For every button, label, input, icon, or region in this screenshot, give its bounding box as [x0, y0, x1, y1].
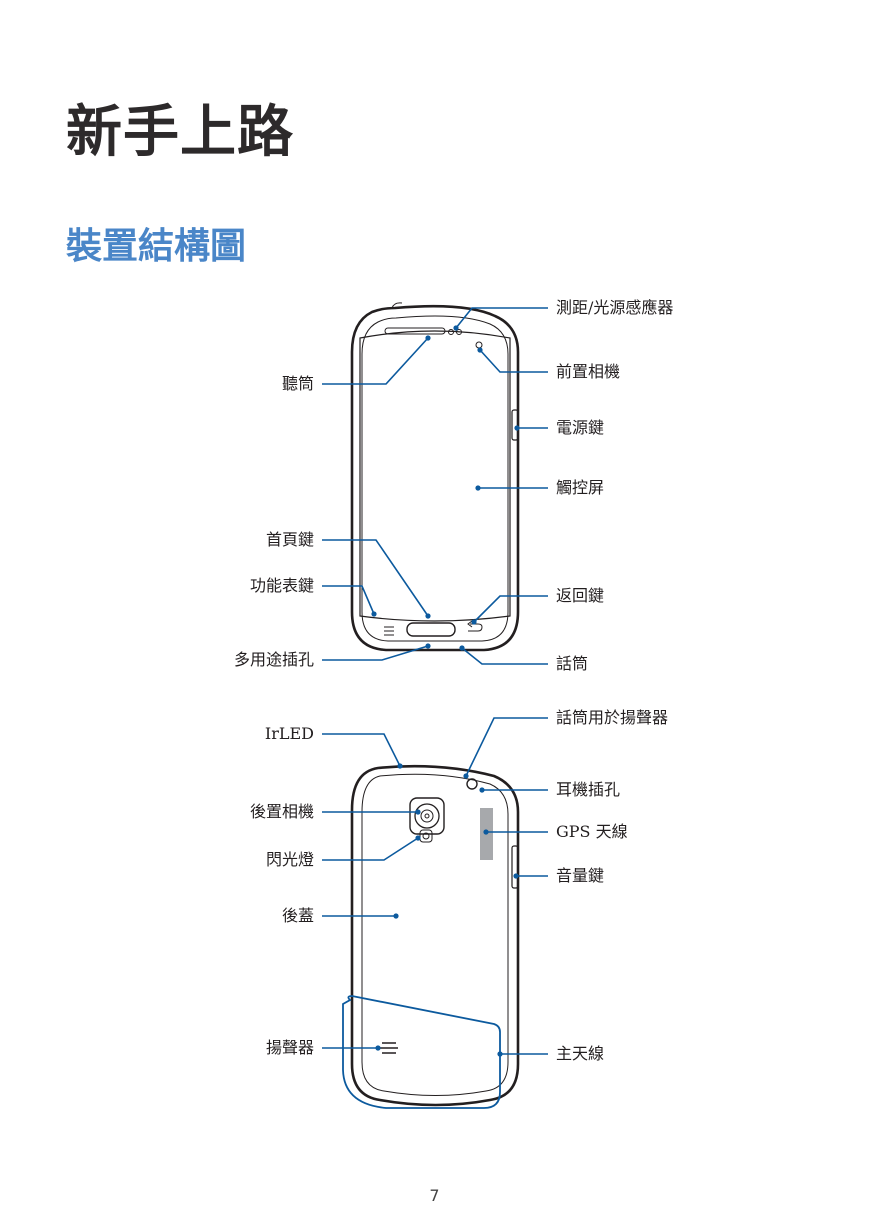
- label-front-camera: 前置相機: [556, 362, 621, 381]
- label-irled: IrLED: [264, 724, 314, 743]
- label-flash: 閃光燈: [265, 850, 314, 869]
- label-touch-screen: 觸控屏: [556, 478, 605, 497]
- label-multipurpose-jack: 多用途插孔: [233, 650, 314, 669]
- front-callout-dots: [371, 325, 520, 651]
- label-proximity-light-sensor: 測距/光源感應器: [556, 298, 674, 317]
- label-gps-antenna: GPS 天線: [556, 822, 628, 841]
- label-main-antenna: 主天線: [556, 1044, 605, 1063]
- chapter-title: 新手上路: [66, 100, 294, 165]
- label-back-cover: 後蓋: [281, 906, 314, 925]
- label-speakerphone-mic: 話筒用於揚聲器: [556, 708, 669, 727]
- back-callout-dots: [375, 763, 519, 1057]
- main-antenna-outline: [342, 995, 501, 1109]
- back-phone-illustration: [350, 764, 520, 1107]
- label-earpiece: 聽筒: [281, 374, 314, 393]
- back-callout-lines: [322, 717, 548, 1055]
- label-microphone: 話筒: [556, 654, 589, 673]
- section-title: 裝置結構圖: [66, 226, 247, 267]
- label-headset-jack: 耳機插孔: [556, 780, 621, 799]
- front-phone-illustration: [350, 302, 520, 652]
- label-home-key: 首頁鍵: [265, 530, 314, 549]
- page-number: 7: [429, 1186, 440, 1205]
- label-speaker: 揚聲器: [265, 1038, 314, 1057]
- front-callout-lines: [322, 307, 548, 665]
- label-volume-key: 音量鍵: [556, 866, 605, 885]
- label-menu-key: 功能表鍵: [249, 576, 314, 595]
- label-back-key: 返回鍵: [556, 586, 605, 605]
- label-power-key: 電源鍵: [556, 418, 605, 437]
- label-rear-camera: 後置相機: [249, 802, 314, 821]
